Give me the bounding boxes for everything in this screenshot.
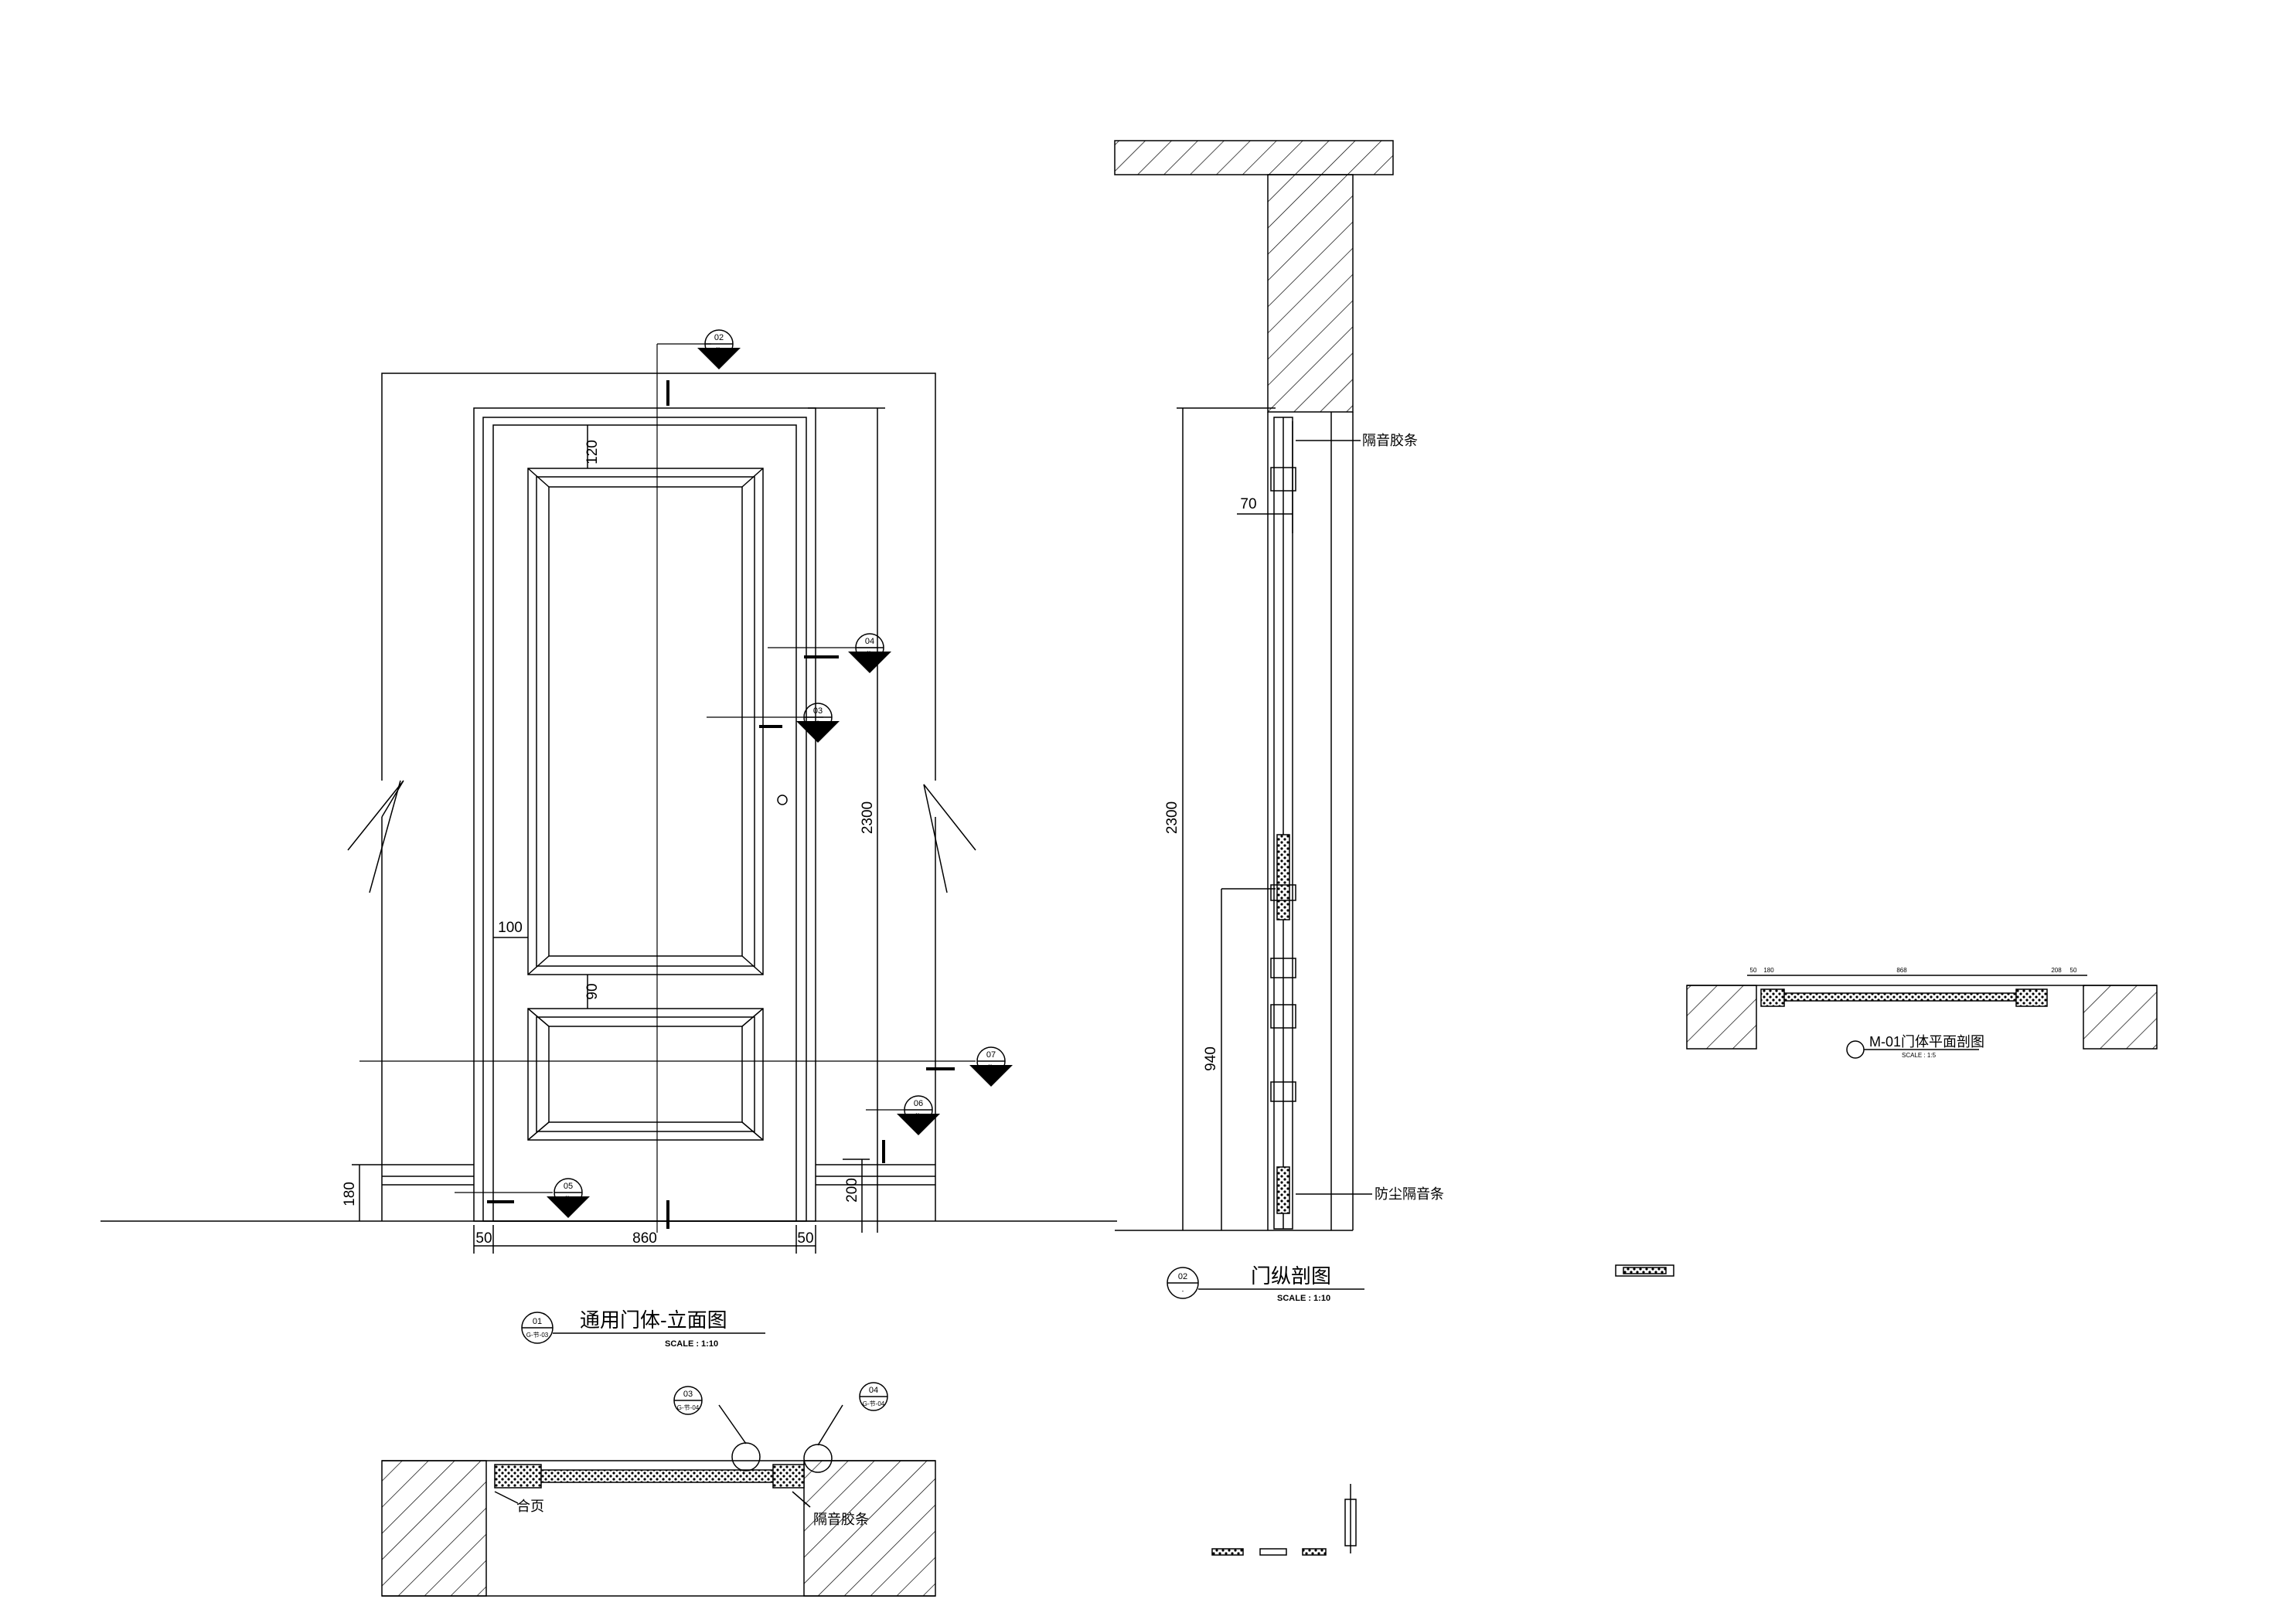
elevation-title-bubble	[521, 1312, 765, 1344]
plan-wall-right	[803, 1460, 936, 1597]
door-elevation	[100, 343, 1117, 1254]
callout-num: 02	[714, 333, 724, 342]
dim-height-text: 2300	[860, 801, 876, 834]
detail-dim: 50	[1750, 967, 1757, 974]
callout-num: 04	[869, 1386, 878, 1395]
dim-stile-text: 100	[498, 920, 523, 936]
callout-sheet: G-节-04	[859, 651, 881, 658]
callout-sheet: G-节-02	[708, 347, 731, 354]
lintel-wall	[1267, 174, 1354, 413]
elevation-ref-number: 01	[533, 1317, 542, 1326]
upper-panel-inner	[548, 486, 743, 957]
detail-door-leaf	[1783, 992, 2017, 1002]
elevation-title: 通用门体-立面图	[580, 1308, 727, 1332]
elevation-callouts	[547, 329, 1013, 1218]
door-section	[1114, 140, 1394, 1299]
callout-sheet: G-节-04	[677, 1404, 700, 1411]
wall-outline-top	[381, 373, 936, 781]
door-architrave-inner	[482, 417, 807, 1222]
callout-num: 03	[683, 1390, 693, 1399]
note-plan-seal: 隔音胶条	[813, 1512, 869, 1527]
detail-wall-left	[1686, 985, 1757, 1050]
section-scale: SCALE : 1:10	[1277, 1294, 1330, 1303]
door-plan	[381, 1382, 936, 1597]
callout-sheet: G-节-04	[980, 1064, 1003, 1071]
break-mark-left	[347, 780, 404, 851]
detail-title: M-01门体平面剖图	[1869, 1034, 1984, 1050]
dim-section-height-text: 2300	[1164, 801, 1180, 834]
door-leaf	[492, 424, 797, 1222]
lower-panel-outer	[527, 1008, 764, 1141]
upper-panel-outer	[527, 468, 764, 975]
callout-num: 03	[813, 706, 823, 716]
dim-section-lower-text: 940	[1203, 1046, 1219, 1071]
plan-wall-left	[381, 1460, 487, 1597]
dim-width-left-text: 50	[475, 1230, 492, 1247]
door-handle	[777, 794, 788, 805]
dim-width-main-text: 860	[632, 1230, 657, 1247]
plan-frame-right	[772, 1464, 805, 1489]
callout-num: 07	[986, 1050, 996, 1060]
section-ref-number: 02	[1178, 1272, 1187, 1281]
note-hinge: 合页	[516, 1499, 544, 1514]
lower-panel-mid	[536, 1016, 755, 1132]
plan-detail	[1211, 975, 2158, 1556]
dim-bottom-text: 200	[844, 1178, 860, 1203]
dim-section-depth-text: 70	[1240, 496, 1256, 512]
upper-panel-mid	[536, 476, 755, 967]
callout-num: 06	[914, 1099, 923, 1108]
detail-dim: 868	[1896, 967, 1907, 974]
section-title: 门纵剖图	[1251, 1264, 1331, 1288]
callout-sheet: G-节-04	[863, 1400, 885, 1407]
dim-mid-rail-text: 90	[584, 983, 601, 999]
callout-sheet: G-节-04	[557, 1196, 580, 1203]
detail-dim: 180	[1763, 967, 1774, 974]
break-mark-left-2	[369, 780, 401, 893]
detail-dim: 208	[2051, 967, 2062, 974]
callout-num: 05	[564, 1182, 573, 1191]
callout-num: 04	[865, 637, 874, 646]
detail-scale: SCALE : 1:5	[1902, 1052, 1937, 1059]
dim-skirting-text: 180	[342, 1182, 358, 1206]
ceiling-slab	[1114, 140, 1394, 175]
note-top-seal: 隔音胶条	[1362, 433, 1418, 448]
detail-wall-right	[2083, 985, 2158, 1050]
dim-top-rail-text: 120	[584, 440, 601, 464]
lower-panel-inner	[548, 1026, 743, 1123]
plan-frame-left	[494, 1464, 542, 1489]
callout-sheet: G-节-04	[908, 1113, 930, 1120]
detail-dim: 50	[2070, 967, 2077, 974]
door-architrave	[473, 407, 816, 1222]
plan-door-leaf	[540, 1469, 774, 1483]
elevation-ref-sheet: G-节-03	[526, 1332, 549, 1339]
section-ref-sheet: -	[1182, 1288, 1184, 1295]
note-bottom-seal: 防尘隔音条	[1375, 1186, 1444, 1202]
break-mark-right	[923, 784, 976, 851]
callout-sheet: G-节-04	[807, 720, 829, 727]
break-mark-right-2	[923, 784, 948, 893]
elevation-scale: SCALE : 1:10	[665, 1339, 718, 1349]
dim-width-right-text: 50	[797, 1230, 813, 1247]
